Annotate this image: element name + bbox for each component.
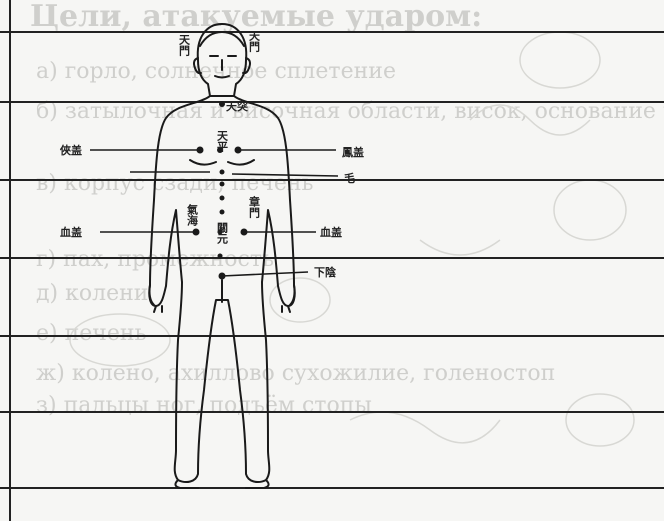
point-navel-upper — [220, 210, 225, 215]
point-solar — [220, 170, 225, 175]
label-chest-center: 天平 — [216, 130, 229, 153]
label-solar-right: 毛 — [344, 171, 355, 185]
point-mid-abdomen — [220, 196, 225, 201]
point-lower-abdomen — [218, 254, 223, 259]
leader-groin — [222, 272, 308, 276]
label-head-top-right: 天門 — [248, 30, 261, 53]
label-abdomen-center: 關元 — [216, 222, 229, 245]
label-groin: 下陰 — [314, 265, 337, 279]
bg-heading: Цели, атакуемые ударом: — [30, 0, 482, 34]
label-waist-left: 血盖 — [60, 225, 82, 239]
label-waist-right: 血盖 — [320, 225, 342, 239]
bg-line-g: ж) колено, ахиллово сухожилие, голеносто… — [36, 361, 555, 386]
label-chest-left: 俠盖 — [59, 143, 82, 157]
label-abdomen-upper-left: 氣海 — [186, 203, 199, 227]
bg-line-a: а) горло, солнечное сплетение — [36, 59, 396, 84]
label-head-top-left: 天門 — [178, 34, 191, 57]
label-abdomen-upper-right: 章門 — [248, 195, 261, 219]
point-upper-abdomen — [220, 182, 225, 187]
point-throat — [219, 101, 225, 107]
label-throat: 天突 — [226, 99, 248, 113]
background-text-layer: Цели, атакуемые ударом: а) горло, солнеч… — [30, 0, 664, 418]
bg-line-f: е) печень — [36, 321, 147, 346]
bg-line-d: г) пах, промежность — [36, 247, 274, 272]
bg-line-e: д) колени — [36, 281, 148, 306]
label-chest-right: 鳳盖 — [342, 145, 364, 159]
